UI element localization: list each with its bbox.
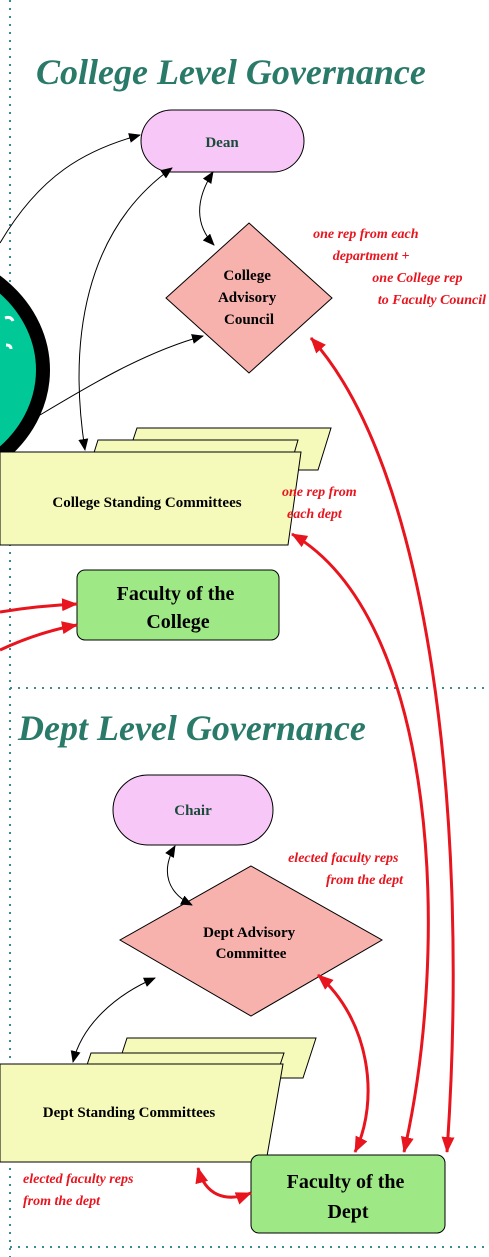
college-standing-committees[interactable] bbox=[0, 451, 302, 546]
college-council-note: one rep from each department + one Colle… bbox=[313, 227, 486, 308]
arrow-red-dept-committees-faculty-dept bbox=[195, 1167, 252, 1205]
faculty-dept-label: Faculty of the Dept bbox=[287, 1171, 410, 1223]
college-committees-label: College Standing Committees bbox=[52, 495, 241, 511]
arrow-dean-committees bbox=[78, 167, 173, 451]
dept-advisory-label: Dept Advisory Committee bbox=[203, 925, 299, 962]
faculty-college-label: Faculty of the College bbox=[117, 583, 240, 633]
dean-box[interactable] bbox=[140, 109, 305, 173]
chair-label: Chair bbox=[174, 803, 212, 819]
arrow-chair-dept-advisory bbox=[165, 845, 193, 906]
arrow-red-committees-faculty-dept bbox=[291, 532, 430, 1153]
college-heading: College Level Governance bbox=[36, 52, 426, 92]
emblem-mark bbox=[4, 315, 15, 350]
arrow-red-faculty-college-2 bbox=[0, 621, 78, 652]
arrow-red-council-faculty-dept bbox=[309, 336, 455, 1153]
arrow-emblem-council bbox=[39, 334, 204, 416]
dept-committees-label: Dept Standing Committees bbox=[43, 1105, 216, 1121]
college-advisory-council[interactable] bbox=[165, 222, 333, 374]
dept-heading: Dept Level Governance bbox=[17, 708, 366, 748]
chair-box[interactable] bbox=[112, 774, 274, 846]
dean-label: Dean bbox=[205, 135, 239, 151]
dept-committee-note: elected faculty reps from the dept bbox=[23, 1172, 137, 1209]
arrow-emblem-dean bbox=[0, 133, 141, 244]
arrow-red-faculty-college-1 bbox=[0, 598, 78, 614]
arrow-dept-advisory-committees bbox=[70, 977, 156, 1063]
arrow-dean-council bbox=[199, 171, 215, 246]
college-council-label: College Advisory Council bbox=[218, 268, 280, 328]
chair-note: elected faculty reps from the dept bbox=[288, 851, 404, 888]
emblem-logo bbox=[0, 275, 50, 465]
arrow-red-dept-advisory-faculty-dept bbox=[317, 973, 370, 1153]
dept-advisory-committee[interactable] bbox=[118, 865, 384, 1017]
